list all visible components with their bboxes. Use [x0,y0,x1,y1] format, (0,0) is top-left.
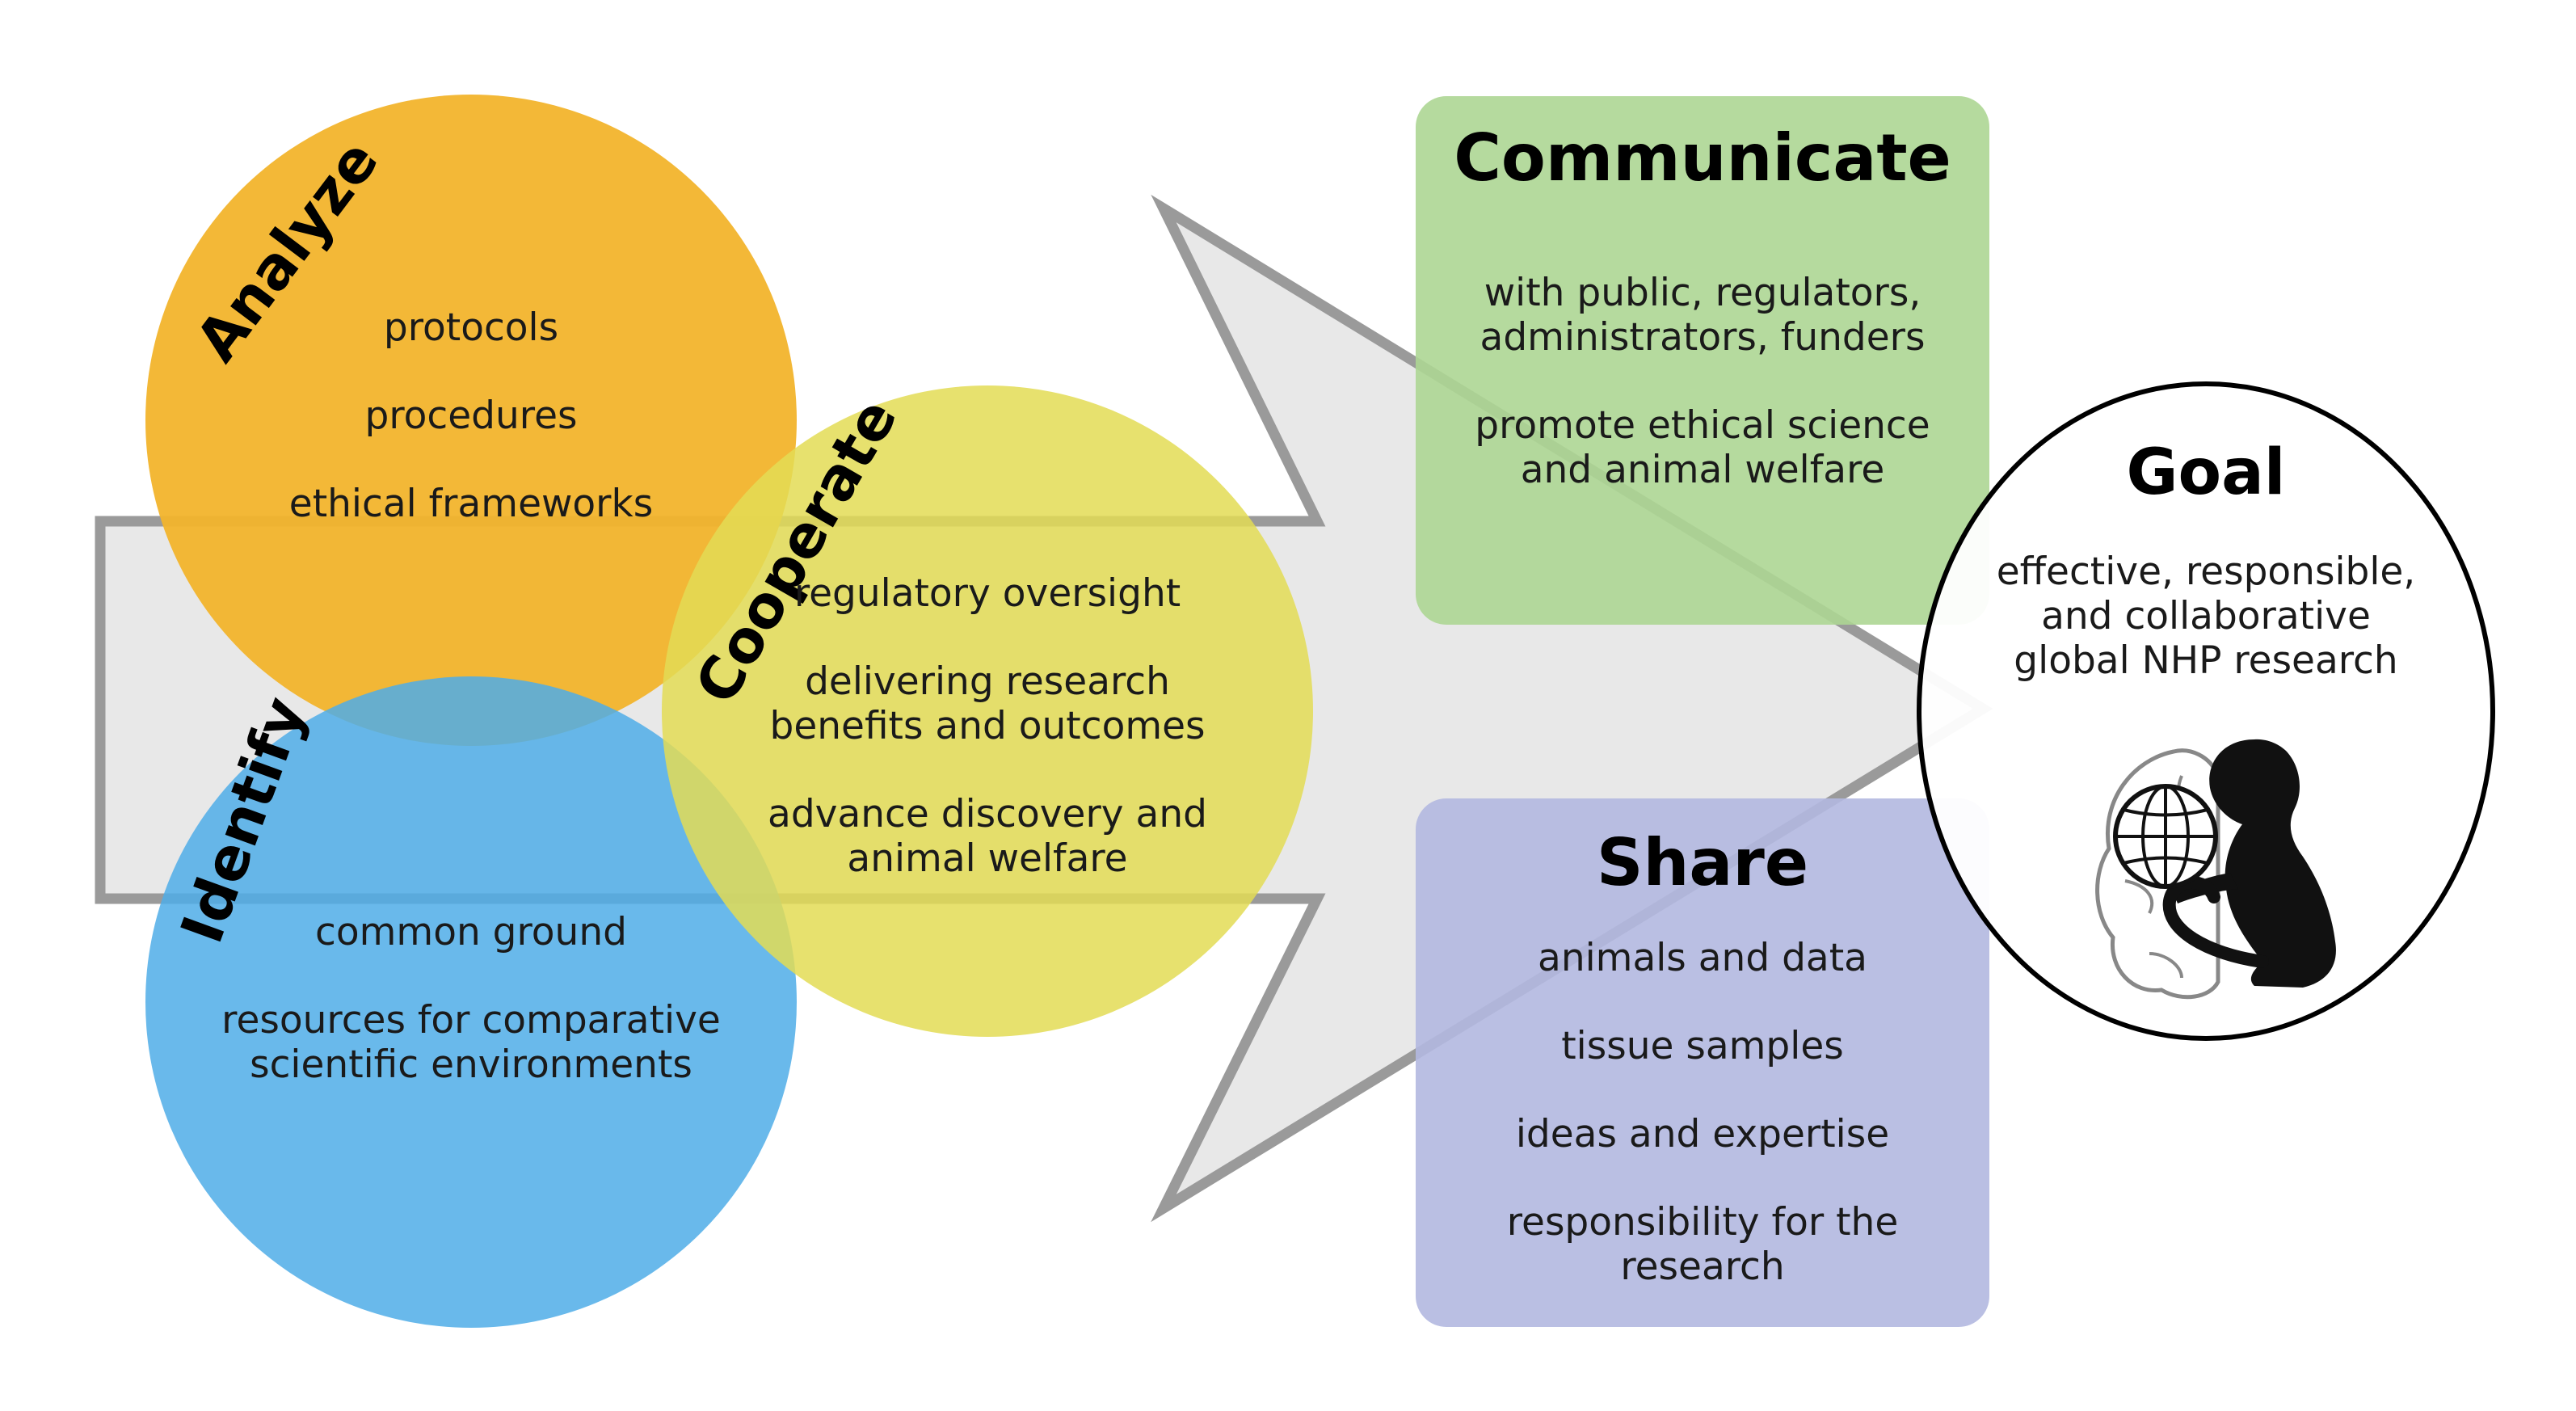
analyze-circle [145,95,797,746]
communicate-item: with public, regulators, [1484,271,1921,315]
identify-item: common ground [315,910,627,954]
communicate-item: and animal welfare [1520,448,1885,492]
goal-item: and collaborative [2041,594,2371,638]
cooperate-item: advance discovery and [768,792,1207,836]
cooperate-item: benefits and outcomes [769,704,1206,748]
cooperate-item: delivering research [805,659,1170,704]
communicate-item: promote ethical science [1475,403,1930,448]
goal-title: Goal [2126,436,2286,509]
analyze-item: protocols [383,305,559,350]
communicate-box [1416,96,1989,625]
share-item: responsibility for the [1506,1200,1899,1245]
analyze-item: procedures [364,394,578,438]
share-title: Share [1596,825,1809,900]
goal-item: effective, responsible, [1996,550,2416,594]
share-item: animals and data [1538,936,1867,980]
monkey-globe-brain-icon [2095,739,2336,1000]
identify-circle [145,676,797,1328]
share-item: tissue samples [1561,1024,1844,1068]
identify-item: resources for comparative [221,998,721,1042]
share-item: ideas and expertise [1515,1112,1890,1156]
communicate-item: administrators, funders [1480,315,1926,360]
communicate-title: Communicate [1454,120,1951,196]
cooperate-item: animal welfare [847,836,1128,881]
cooperate-item: regulatory oversight [793,571,1181,616]
goal-ellipse [1917,381,2495,1041]
share-box [1416,798,1989,1327]
share-item: research [1620,1245,1785,1289]
identify-item: scientific environments [250,1042,692,1087]
goal-item: global NHP research [2014,638,2398,683]
analyze-item: ethical frameworks [288,482,654,526]
cooperate-circle [662,385,1313,1037]
